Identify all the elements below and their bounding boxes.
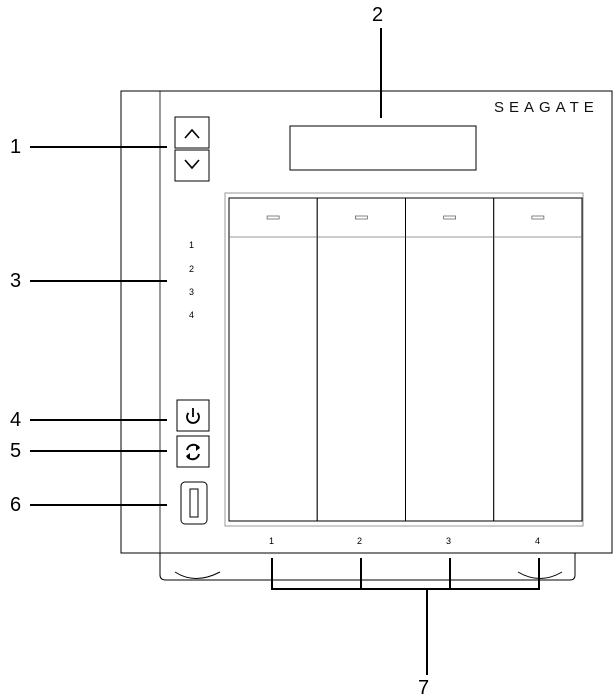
drive-bay-1[interactable] — [228, 197, 318, 522]
drive-bay-3[interactable] — [405, 197, 495, 522]
bay-label-4: 4 — [535, 536, 541, 546]
usb-port-icon — [189, 488, 199, 518]
left-foot — [174, 571, 221, 579]
bay-label-2: 2 — [357, 536, 363, 546]
drive-status-indicator-4: 4 — [189, 310, 195, 320]
callout-2: 2 — [372, 4, 384, 26]
down-button[interactable] — [174, 149, 210, 182]
usb-port[interactable] — [180, 481, 208, 525]
up-button[interactable] — [174, 116, 210, 149]
power-icon — [186, 408, 200, 424]
chevron-down-icon — [184, 159, 200, 170]
chevron-up-icon — [184, 128, 200, 139]
drive-bays — [228, 197, 583, 522]
callout-3: 3 — [10, 270, 22, 292]
leader-bracket-7 — [271, 558, 540, 675]
power-button[interactable] — [176, 399, 210, 432]
drive-status-indicator-3: 3 — [189, 287, 195, 297]
drive-tray — [405, 197, 495, 522]
drive-status-indicator-2: 2 — [189, 264, 195, 274]
drive-tray-led — [443, 215, 457, 220]
sync-icon — [186, 443, 200, 461]
drive-tray — [228, 197, 318, 522]
drive-tray-led — [266, 215, 280, 220]
drive-tray — [316, 197, 406, 522]
callout-7: 7 — [418, 677, 430, 699]
callout-1: 1 — [10, 136, 22, 158]
callout-4: 4 — [10, 409, 22, 431]
drive-bay-4[interactable] — [493, 197, 583, 522]
drive-tray — [493, 197, 583, 522]
drive-tray-led — [354, 215, 368, 220]
lcd-display — [289, 125, 477, 171]
brand-logo: SEAGATE — [494, 99, 599, 116]
drive-status-indicator-1: 1 — [189, 240, 195, 250]
drive-tray-led — [531, 215, 545, 220]
device-base — [159, 553, 576, 581]
callout-6: 6 — [10, 494, 22, 516]
bay-label-3: 3 — [446, 536, 452, 546]
bay-label-1: 1 — [269, 536, 275, 546]
drive-bay-2[interactable] — [316, 197, 406, 522]
callout-5: 5 — [10, 440, 22, 462]
copy-button[interactable] — [176, 435, 210, 468]
